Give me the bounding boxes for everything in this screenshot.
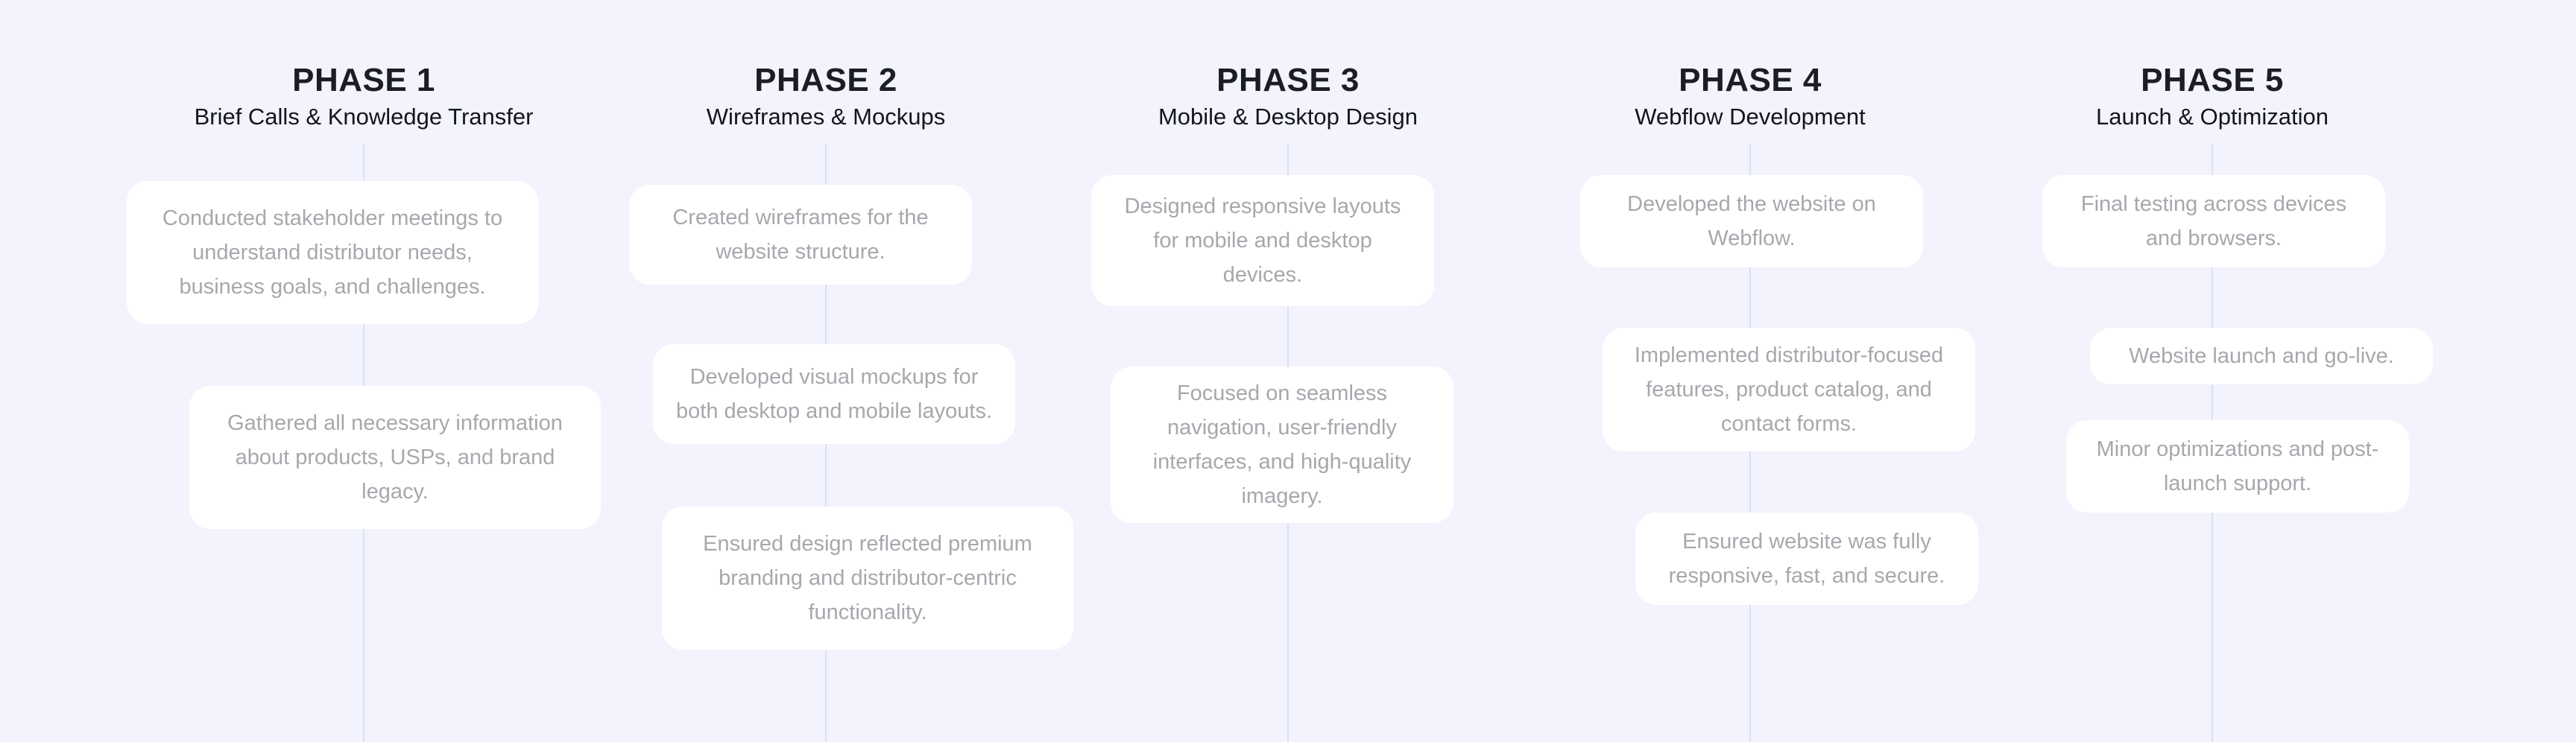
phase-header: PHASE 4 Webflow Development (1489, 60, 2011, 133)
phase-card: Final testing across devices and browser… (2042, 175, 2385, 267)
phase-card: Conducted stakeholder meetings to unders… (127, 181, 538, 324)
phase-subtitle: Mobile & Desktop Design (1158, 104, 1418, 130)
phase-title: PHASE 2 (754, 62, 897, 98)
phase-column-3: PHASE 3 Mobile & Desktop Design (1158, 0, 1418, 742)
phase-column-5: PHASE 5 Launch & Optimization (2096, 0, 2329, 742)
phase-column-1: PHASE 1 Brief Calls & Knowledge Transfer (195, 0, 533, 742)
phase-card: Created wireframes for the website struc… (629, 185, 972, 285)
phase-title: PHASE 1 (292, 62, 435, 98)
phase-card: Ensured website was fully responsive, fa… (1635, 513, 1978, 605)
phase-card: Focused on seamless navigation, user-fri… (1111, 367, 1453, 523)
phase-card: Developed visual mockups for both deskto… (653, 344, 1015, 444)
phase-header: PHASE 3 Mobile & Desktop Design (1027, 60, 1549, 133)
phase-header: PHASE 2 Wireframes & Mockups (565, 60, 1087, 133)
phase-subtitle: Wireframes & Mockups (706, 104, 946, 130)
phase-card: Implemented distributor-focused features… (1603, 328, 1975, 451)
phase-subtitle: Webflow Development (1635, 104, 1866, 130)
phase-header: PHASE 1 Brief Calls & Knowledge Transfer (103, 60, 625, 133)
phase-title: PHASE 3 (1216, 62, 1360, 98)
phase-card: Website launch and go-live. (2090, 328, 2433, 384)
phase-card: Designed responsive layouts for mobile a… (1091, 175, 1434, 306)
phase-card: Developed the website on Webflow. (1580, 175, 1923, 267)
phase-title: PHASE 4 (1679, 62, 1822, 98)
phase-column-2: PHASE 2 Wireframes & Mockups (707, 0, 945, 742)
phase-title: PHASE 5 (2141, 62, 2284, 98)
phase-header: PHASE 5 Launch & Optimization (1951, 60, 2473, 133)
phase-card: Minor optimizations and post-launch supp… (2066, 420, 2409, 513)
phase-subtitle: Launch & Optimization (2096, 104, 2329, 130)
phase-card: Gathered all necessary information about… (189, 386, 601, 529)
phase-card: Ensured design reflected premium brandin… (662, 507, 1073, 650)
phase-subtitle: Brief Calls & Knowledge Transfer (194, 104, 534, 130)
